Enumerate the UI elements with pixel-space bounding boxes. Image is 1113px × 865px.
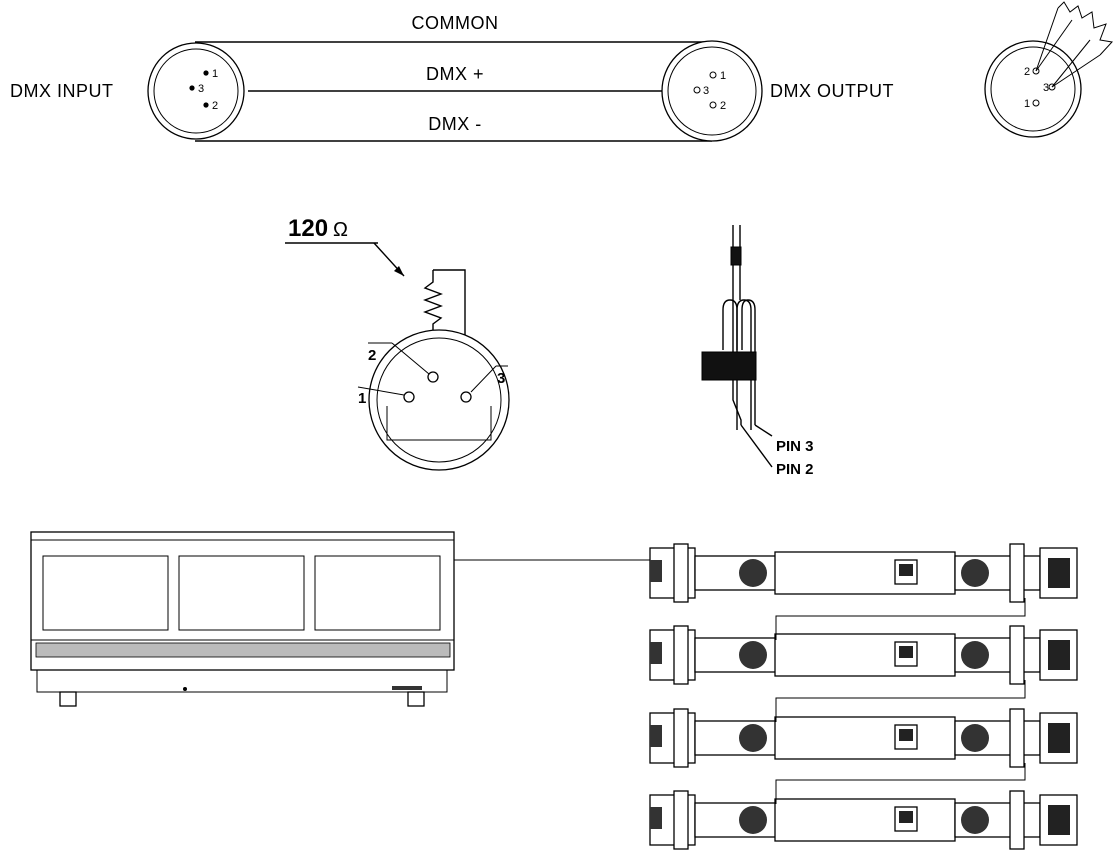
dmx-input-label: DMX INPUT bbox=[10, 81, 114, 101]
output-pin2-label: 2 bbox=[720, 100, 726, 112]
dmx-output-label: DMX OUTPUT bbox=[770, 81, 894, 101]
screen bbox=[42, 555, 169, 631]
daisy-chain-cable bbox=[775, 763, 1026, 804]
fixture-chain bbox=[649, 543, 1078, 850]
plug-pin1-label: 1 bbox=[1024, 98, 1030, 110]
plug-pin3-label: 3 bbox=[1043, 82, 1049, 94]
terminator-pin2-label: 2 bbox=[368, 347, 376, 364]
dmx-output-connector: 1 3 2 bbox=[661, 40, 763, 142]
ohm-symbol: Ω bbox=[333, 219, 348, 241]
output-pin1-label: 1 bbox=[720, 70, 726, 82]
input-pin2-label: 2 bbox=[212, 100, 218, 112]
output-pin3-label: 3 bbox=[703, 85, 709, 97]
resistor-plug-diagram: PIN 3 PIN 2 bbox=[701, 225, 814, 478]
xlr-plug-connector: 2 3 1 bbox=[984, 1, 1113, 138]
plug-pin2-label: 2 bbox=[1024, 66, 1030, 78]
resistor-body-icon bbox=[730, 246, 742, 266]
input-pin1-label: 1 bbox=[212, 68, 218, 80]
fixture bbox=[649, 543, 1078, 603]
screen bbox=[178, 555, 305, 631]
terminator-pin1-label: 1 bbox=[358, 390, 366, 407]
screen bbox=[314, 555, 441, 631]
dmx-input-connector: 1 3 2 bbox=[147, 42, 245, 140]
resistor-value: 120 bbox=[288, 215, 328, 242]
pin2-label: PIN 2 bbox=[776, 461, 814, 478]
control-panel-strip bbox=[35, 642, 451, 658]
input-pin3-label: 3 bbox=[198, 83, 204, 95]
pin3-label: PIN 3 bbox=[776, 438, 814, 455]
fixture bbox=[649, 790, 1078, 850]
terminator-connector bbox=[368, 329, 510, 471]
terminator-diagram: 120 Ω 2 1 3 bbox=[285, 215, 510, 471]
common-label: COMMON bbox=[412, 13, 499, 33]
dmx-plus-label: DMX + bbox=[426, 64, 484, 84]
dmx-minus-label: DMX - bbox=[428, 114, 482, 134]
daisy-chain-cable bbox=[775, 680, 1026, 722]
heat-shrink-sleeve bbox=[701, 351, 757, 381]
terminator-pin3-label: 3 bbox=[497, 370, 505, 387]
fixture bbox=[649, 625, 1078, 685]
daisy-chain-cable bbox=[775, 598, 1026, 640]
dmx-cable: COMMON DMX + DMX - 1 3 2 DMX INPUT 1 3 2… bbox=[10, 13, 894, 142]
dmx-controller-console bbox=[30, 531, 455, 707]
fixture bbox=[649, 708, 1078, 768]
